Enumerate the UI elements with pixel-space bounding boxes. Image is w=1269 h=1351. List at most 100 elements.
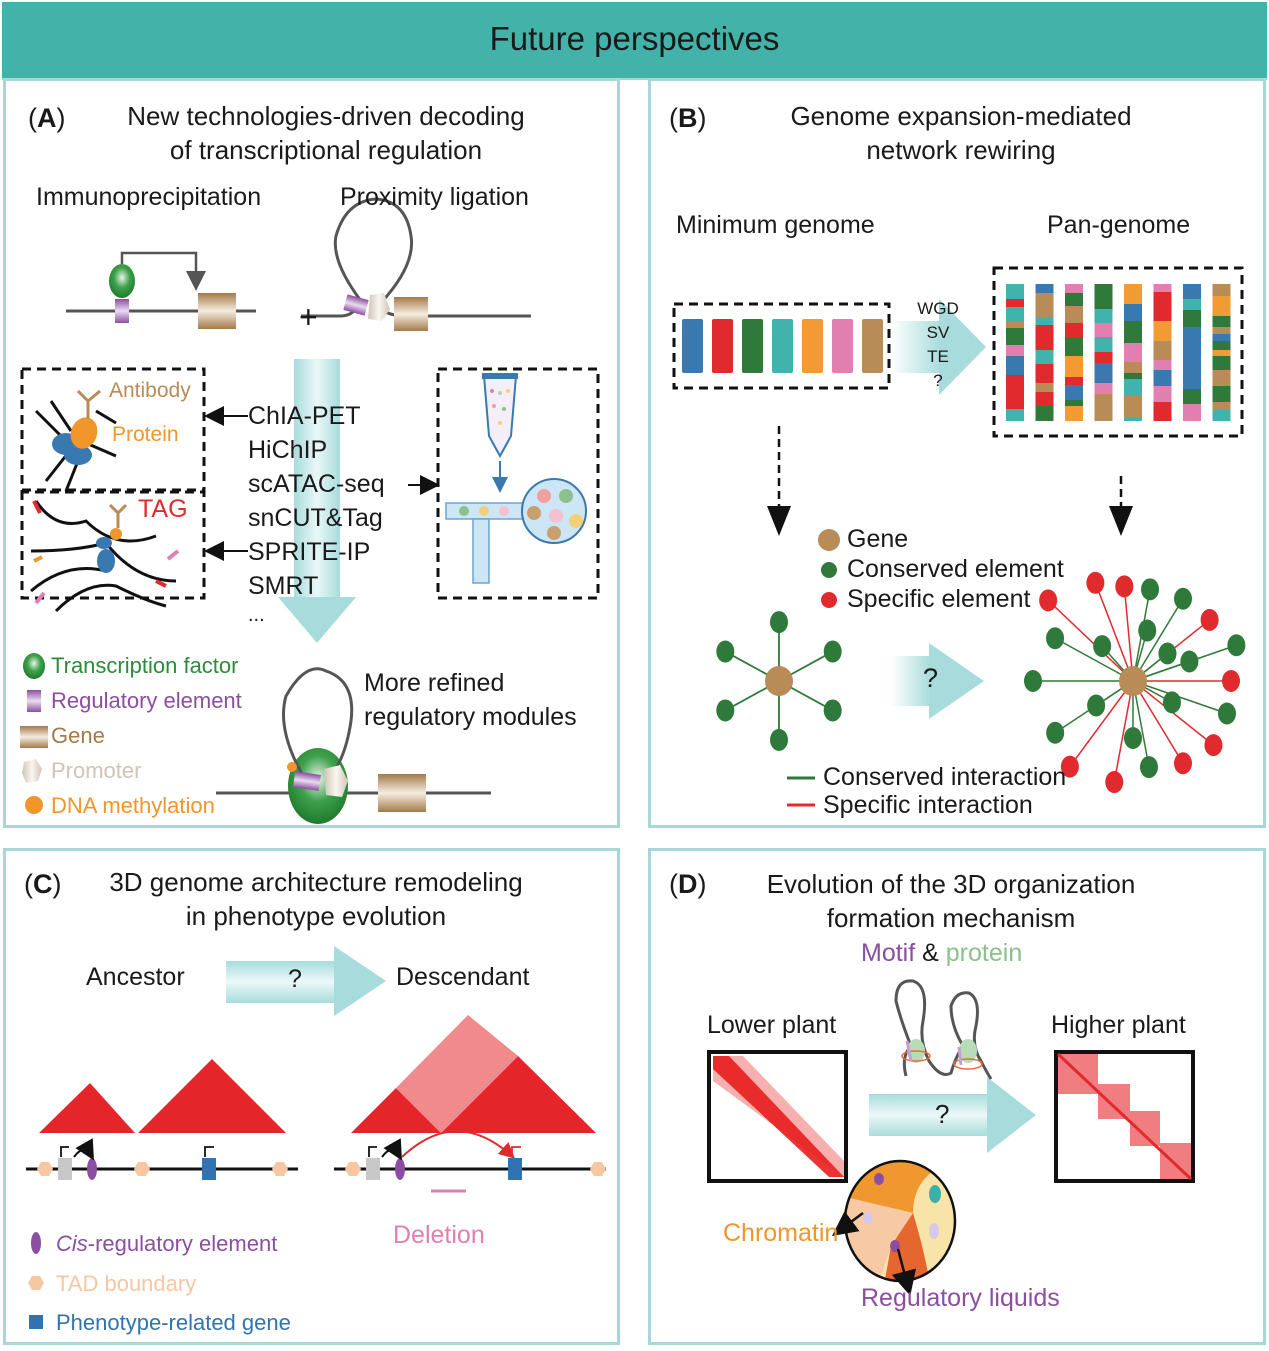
- chromosome-segment: [1065, 284, 1083, 293]
- specific-element: [1039, 589, 1058, 612]
- chromosome: [772, 319, 793, 373]
- pan-genome-label: Pan-genome: [1047, 211, 1191, 239]
- panel-d-title-line2: formation mechanism: [826, 903, 1076, 933]
- tag-chromatin-icon: [30, 500, 180, 613]
- specific-element: [1105, 771, 1124, 794]
- panel-b-title: Genome expansion-mediated network rewiri…: [751, 99, 1171, 167]
- refined-modules-label: More refined regulatory modules: [364, 666, 577, 734]
- specific-element: [1115, 575, 1134, 598]
- chromosome-segment: [1212, 316, 1231, 327]
- chromosome-segment: [1035, 293, 1054, 317]
- sprite-ip-box: [20, 488, 206, 600]
- chromosome-segment: [1094, 284, 1113, 309]
- legend-methylation-label: DNA methylation: [51, 793, 215, 818]
- antibody-label: Antibody: [109, 379, 191, 402]
- chromosome: [802, 319, 823, 373]
- chromosome-segment: [1094, 417, 1113, 421]
- technique-item: snCUT&Tag: [248, 504, 383, 532]
- chromosome-segment: [1035, 364, 1054, 383]
- motif-label: Motif: [861, 939, 916, 967]
- chia-pet-box: [20, 367, 206, 494]
- legend-cre-italic: Cis: [56, 1231, 88, 1256]
- panel-d-letter: (D): [669, 869, 707, 899]
- specific-interaction: [1069, 680, 1134, 768]
- chromosome-segment: [1035, 317, 1054, 325]
- panel-b-title-line2: network rewiring: [866, 135, 1056, 165]
- gene-node: [765, 666, 793, 696]
- minimum-genome-box: [672, 302, 891, 390]
- panel-c-title: 3D genome architecture remodeling in phe…: [76, 865, 556, 933]
- higher-plant-matrix: [1054, 1050, 1195, 1183]
- legend-promoter-label: Promoter: [51, 758, 142, 783]
- technique-item: HiChIP: [248, 436, 328, 464]
- legend-gene-icon: [29, 1315, 43, 1329]
- chromosome-segment: [1183, 299, 1201, 310]
- specific-element: [1174, 752, 1192, 775]
- gene-node: [1119, 666, 1147, 696]
- chromatin-label: Chromatin: [723, 1219, 839, 1247]
- chromosome-segment: [1153, 360, 1172, 370]
- chromosome-segment: [1183, 389, 1201, 404]
- conserved-element: [1046, 627, 1065, 650]
- network-change-arrow: [891, 643, 984, 719]
- refined-module-diagram: [216, 667, 491, 824]
- chromosome-segment: [1065, 406, 1083, 421]
- mechanism-wgd: WGD: [917, 299, 959, 318]
- chromosome-segment: [1124, 343, 1142, 362]
- chromosome-segment: [1124, 284, 1142, 304]
- conserved-element: [1141, 578, 1160, 601]
- chromosome-segment: [1212, 284, 1231, 296]
- chromosome-segment: [1006, 321, 1024, 328]
- conserved-element: [823, 640, 842, 663]
- chromosome: [712, 319, 733, 373]
- ancestor-tad-1: [39, 1083, 135, 1133]
- chromosome-segment: [1212, 370, 1231, 386]
- ampersand: &: [922, 939, 939, 967]
- specific-element: [1204, 734, 1223, 757]
- legend-reg-icon: [27, 690, 41, 712]
- expansion-mechanisms: WGD SV TE ?: [913, 297, 963, 393]
- chromosome-segment: [1153, 341, 1172, 360]
- panel-d-title-line1: Evolution of the 3D organization: [766, 869, 1136, 899]
- conserved-element: [1180, 650, 1199, 673]
- legend-cre-text: -regulatory element: [87, 1231, 278, 1256]
- chromosome-segment: [1124, 379, 1142, 396]
- technique-item: SPRITE-IP: [248, 538, 371, 566]
- descendant-label: Descendant: [396, 963, 530, 991]
- chromosome-segment: [1094, 337, 1113, 352]
- chromosome-segment: [1124, 373, 1142, 379]
- chromosome-segment: [1124, 418, 1142, 421]
- header-banner: Future perspectives: [2, 2, 1267, 80]
- chromosome-segment: [1035, 350, 1054, 364]
- conserved-element: [823, 699, 842, 722]
- chromosome-segment: [1212, 296, 1231, 316]
- panel-c-graphics: [26, 946, 606, 1329]
- specific-element: [1086, 571, 1105, 594]
- chromosome-segment: [1006, 299, 1024, 307]
- chromosome-segment: [1094, 394, 1113, 417]
- chromosome-segment: [1183, 410, 1201, 421]
- legend-cre-icon: [31, 1232, 41, 1254]
- conserved-element: [1174, 587, 1192, 610]
- immunoprecipitation-diagram: [66, 251, 256, 329]
- chromosome-segment: [1183, 375, 1201, 389]
- panel-c-letter: (C): [24, 869, 62, 899]
- ancestor-descendant-arrow: [226, 946, 386, 1016]
- single-cell-box: [436, 367, 600, 600]
- chromosome-segment: [1153, 379, 1172, 386]
- descendant-tad-1: [351, 1088, 441, 1133]
- chromosome-segment: [1094, 309, 1113, 323]
- chromosome-segment: [1065, 323, 1083, 338]
- expansion-arrow: [891, 299, 986, 395]
- descendant-merged-tad: [396, 1015, 518, 1133]
- legend-reg-label: Regulatory element: [51, 688, 242, 713]
- panel-a-title-line2: of transcriptional regulation: [169, 135, 483, 165]
- chromosome-segment: [1124, 396, 1142, 403]
- conserved-element: [1124, 727, 1142, 749]
- microfluidic-icon: [445, 373, 587, 584]
- conserved-element: [1024, 670, 1042, 692]
- technique-item: SMRT: [248, 572, 319, 600]
- chromosome-segment: [1094, 363, 1113, 383]
- ancestor-locus: [26, 1138, 298, 1180]
- panel-c-title-line1: 3D genome architecture remodeling: [109, 867, 523, 897]
